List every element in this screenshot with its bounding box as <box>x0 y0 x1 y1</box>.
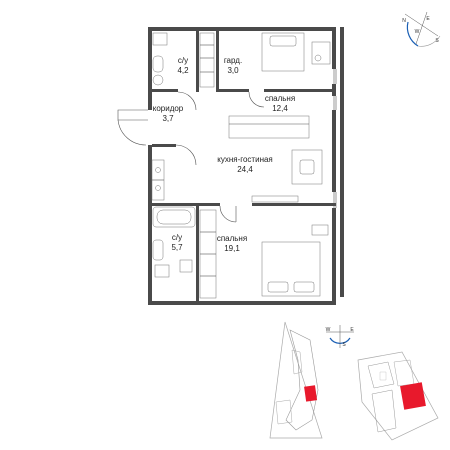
wardrobe-name: гард. <box>224 56 242 65</box>
wardrobe-fixtures <box>199 32 215 88</box>
compass-bottom-east: E <box>350 327 354 333</box>
compass-bottom-south: S <box>342 342 346 348</box>
bedroom2-furniture <box>199 209 329 299</box>
doors <box>175 91 265 223</box>
bath1-fixtures <box>152 32 168 86</box>
site-map-left <box>269 321 323 439</box>
bath2-area: 5,7 <box>171 243 183 252</box>
interior-walls <box>148 27 336 301</box>
kitchen-living-area: 24,4 <box>237 165 253 174</box>
compass-top-west: W <box>415 29 420 35</box>
bath2-fixtures <box>152 206 196 278</box>
bath1-area: 4,2 <box>177 66 189 75</box>
compass-bottom: W E S <box>326 325 354 348</box>
apartment-location-marker <box>304 385 318 402</box>
compass-bottom-west: W <box>326 327 331 333</box>
compass-top-east: E <box>426 16 430 22</box>
bedroom1-area: 12,4 <box>272 104 288 113</box>
compass-top: N E W S <box>402 11 441 47</box>
bedroom1-furniture <box>261 32 331 72</box>
compass-top-south: S <box>435 38 439 44</box>
compass-top-north: N <box>402 18 406 24</box>
room-labels: с/у 4,2 гард. 3,0 спальня 12,4 коридор 3… <box>153 56 295 253</box>
bedroom2-name: спальня <box>217 234 247 243</box>
wardrobe-area: 3,0 <box>227 66 239 75</box>
corridor-name: коридор <box>153 104 184 113</box>
entrance <box>117 109 148 146</box>
kitchen-living-name: кухня-гостиная <box>217 155 273 164</box>
bedroom1-name: спальня <box>265 94 295 103</box>
corridor-area: 3,7 <box>162 114 174 123</box>
bath1-name: с/у <box>178 56 188 65</box>
kitchen-living-furniture <box>151 115 323 203</box>
windows <box>333 69 337 208</box>
building-location-marker <box>400 382 426 410</box>
bedroom2-area: 19,1 <box>224 244 240 253</box>
site-map-right <box>357 351 439 441</box>
bath2-name: с/у <box>172 233 182 242</box>
